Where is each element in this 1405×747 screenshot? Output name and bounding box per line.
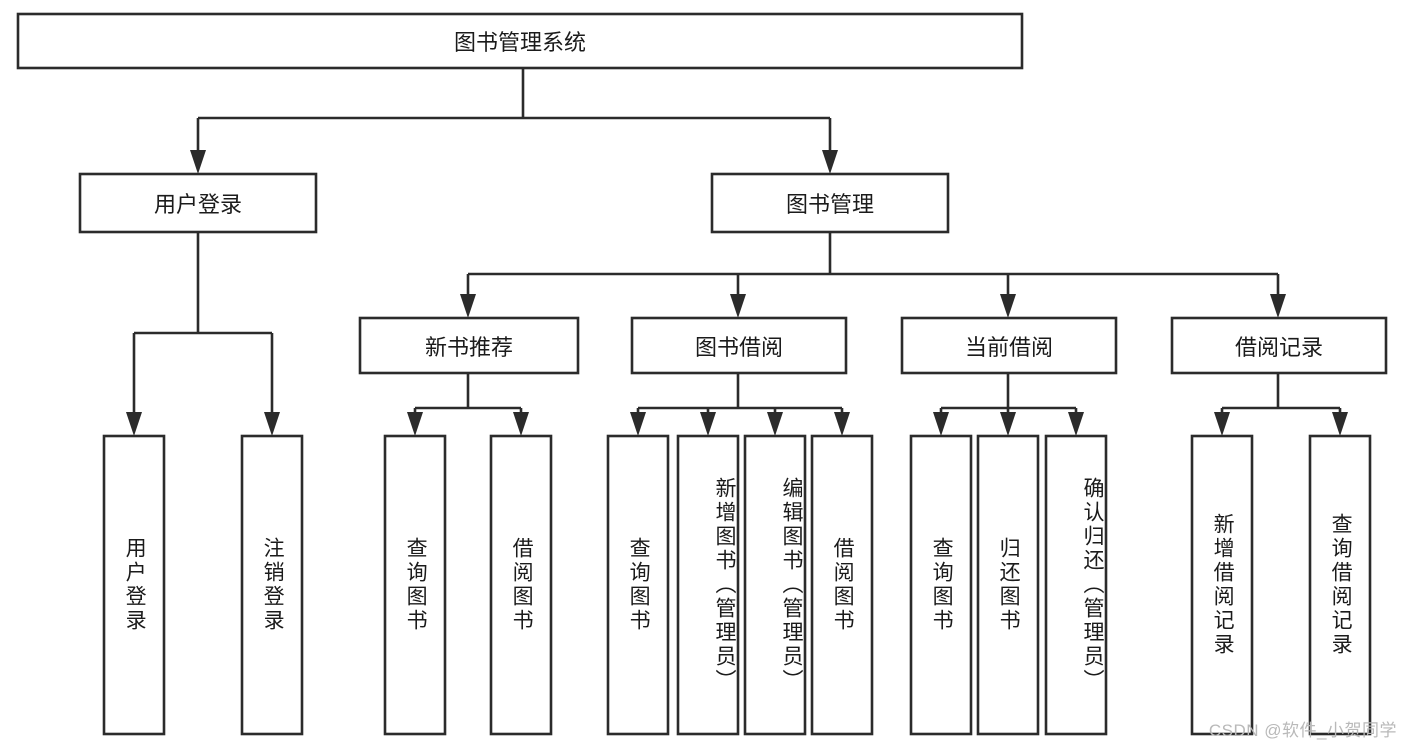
arrow-head-icon [1214,412,1230,436]
arrow-head-icon [822,150,838,174]
connector-current-borrow-to-leaves [933,373,1084,436]
watermark-text: CSDN @软件_小贺同学 [1208,721,1397,740]
node-label-root: 图书管理系统 [453,30,586,55]
node-label-book-manage: 图书管理 [785,192,874,217]
node-label-borrow-record: 借阅记录 [1234,334,1323,360]
node-box-leaf-query-book-1[interactable] [383,434,447,736]
connector-book-manage-to-level3 [460,232,1286,318]
node-box-new-book-recommend[interactable] [358,316,580,375]
node-label-book-borrow: 图书借阅 [694,334,783,360]
node-box-current-borrow[interactable] [900,316,1118,375]
connector-root-to-level2 [190,68,838,174]
node-box-book-borrow[interactable] [630,316,848,375]
arrow-head-icon [460,294,476,318]
arrow-head-icon [1000,412,1016,436]
node-box-leaf-add-book[interactable] [676,434,740,736]
arrow-head-icon [513,412,529,436]
node-label-user-login: 用户登录 [153,192,242,217]
arrow-head-icon [1000,294,1016,318]
node-box-leaf-query-book-2[interactable] [606,434,670,736]
node-box-book-manage[interactable] [710,172,950,234]
connector-user-login-to-leaves [126,232,280,436]
arrow-head-icon [1068,412,1084,436]
arrow-head-icon [767,412,783,436]
node-box-leaf-add-record[interactable] [1190,434,1254,736]
node-box-user-login[interactable] [78,172,318,234]
arrow-head-icon [264,412,280,436]
node-box-leaf-query-book-3[interactable] [909,434,973,736]
node-label-current-borrow: 当前借阅 [964,334,1053,360]
node-box-leaf-user-login[interactable] [102,434,166,736]
arrow-head-icon [730,294,746,318]
connector-borrow-record-to-leaves [1214,373,1348,436]
connector-book-borrow-to-leaves [630,373,850,436]
arrow-head-icon [700,412,716,436]
node-box-leaf-return-book[interactable] [976,434,1040,736]
arrow-head-icon [407,412,423,436]
arrow-head-icon [1270,294,1286,318]
node-box-leaf-edit-book[interactable] [743,434,807,736]
connector-new-book-recommend-to-leaves [407,373,529,436]
node-box-leaf-borrow-book-1[interactable] [489,434,553,736]
node-box-borrow-record[interactable] [1170,316,1388,375]
node-box-leaf-query-record[interactable] [1308,434,1372,736]
node-box-leaf-borrow-book-2[interactable] [810,434,874,736]
node-box-leaf-confirm-return[interactable] [1044,434,1108,736]
arrow-head-icon [190,150,206,174]
arrow-head-icon [933,412,949,436]
arrow-head-icon [630,412,646,436]
node-label-new-book-recommend: 新书推荐 [424,334,513,360]
arrow-head-icon [1332,412,1348,436]
node-box-leaf-logout[interactable] [240,434,304,736]
arrow-head-icon [834,412,850,436]
arrow-head-icon [126,412,142,436]
node-box-root[interactable] [16,12,1024,70]
